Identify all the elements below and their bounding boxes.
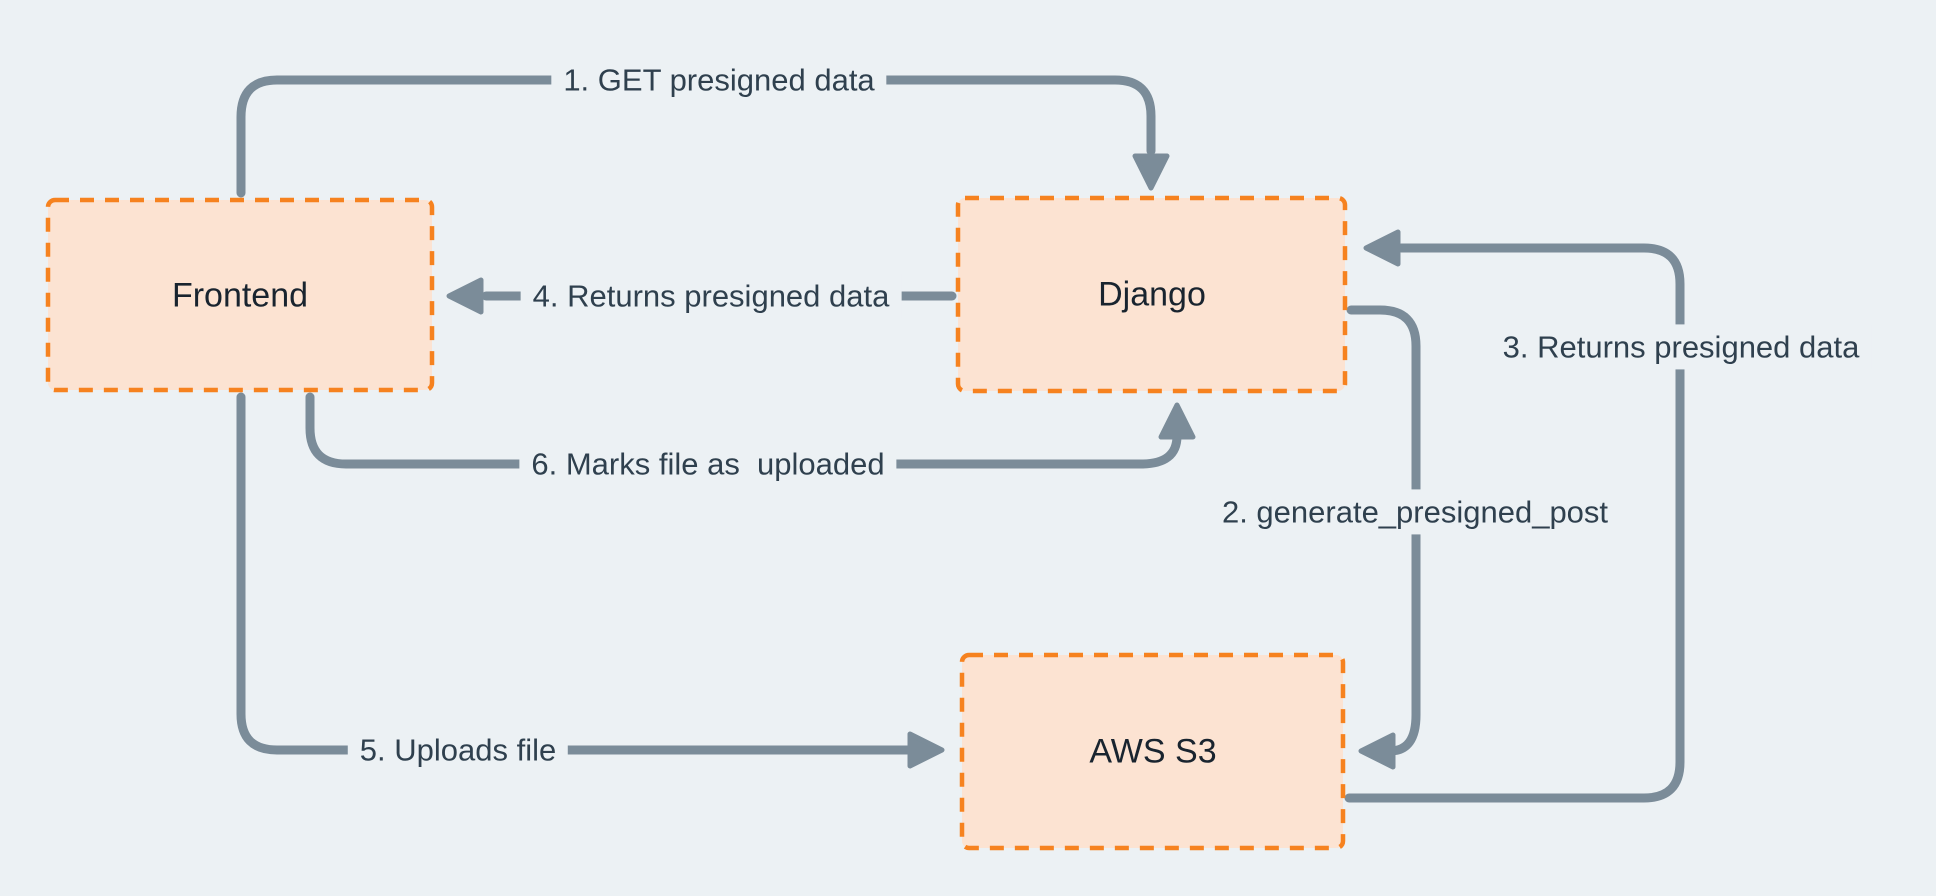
edge-6-label: 6. Marks file as uploaded <box>519 441 897 487</box>
node-aws-s3-box <box>959 652 1346 851</box>
node-aws-s3-label: AWS S3 <box>1089 732 1217 771</box>
node-frontend-label: Frontend <box>171 276 309 315</box>
edge-6-line <box>305 392 1182 469</box>
edge-2-line <box>1346 305 1421 756</box>
edge-4-arrowhead-left-icon <box>446 277 484 315</box>
edge-6-arrowhead-up-icon <box>1158 402 1196 440</box>
edge-5-arrowhead-right-icon <box>907 731 945 769</box>
edge-5-line <box>236 392 913 755</box>
node-django-box <box>955 195 1348 394</box>
node-django-label: Django <box>1098 275 1206 314</box>
node-frontend-box <box>45 197 435 393</box>
edge-2-label: 2. generate_presigned_post <box>1209 489 1621 535</box>
edge-4-label: 4. Returns presigned data <box>520 273 902 319</box>
edge-3-label: 3. Returns presigned data <box>1490 324 1872 370</box>
edge-1-arrowhead-down-icon <box>1132 153 1170 191</box>
edge-3-arrowhead-left-icon <box>1363 229 1401 267</box>
edge-1-label: 1. GET presigned data <box>551 57 887 103</box>
edge-5-label: 5. Uploads file <box>347 727 569 773</box>
edge-2-arrowhead-left-icon <box>1358 732 1396 770</box>
edge-3-line <box>1344 243 1685 803</box>
